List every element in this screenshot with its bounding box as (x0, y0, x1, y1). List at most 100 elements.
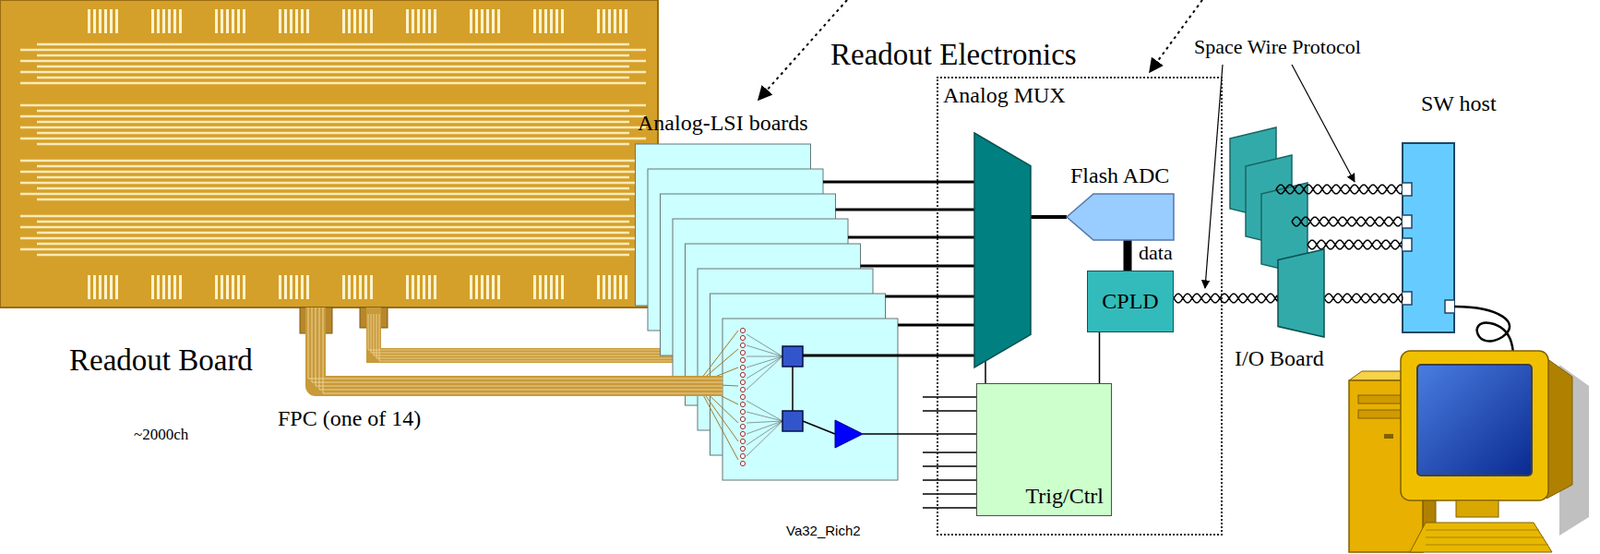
contact-pad (220, 274, 224, 299)
mux-input-line (885, 295, 976, 299)
node-label: Analog MUX (943, 83, 1000, 109)
fpc-trace (308, 307, 723, 379)
trace-line (20, 126, 646, 129)
contact-pad (364, 274, 368, 299)
contact-pad (93, 274, 96, 299)
contact-pad (179, 274, 182, 299)
contact-pad (156, 9, 160, 34)
trace-line (36, 120, 630, 123)
adc-pentagon: Flash ADC (1066, 193, 1174, 240)
trace-line (20, 59, 646, 62)
contact-pad (237, 9, 240, 34)
node-label: SW host (1420, 91, 1473, 118)
fpc-cable (315, 307, 723, 386)
contact-pad (353, 274, 357, 299)
fan-wire (746, 420, 783, 434)
twisted-pair-cable (1291, 216, 1403, 227)
fpc-trace (701, 348, 739, 381)
contact-pad (179, 9, 182, 34)
edge-label-holder: data (1137, 240, 1174, 264)
contact-pad (561, 9, 564, 34)
fan-wire (746, 356, 783, 390)
led (1384, 433, 1394, 439)
trigger-input-line (922, 478, 977, 481)
sw-host-board (1402, 143, 1455, 333)
contact-pad (538, 274, 542, 299)
sw-host-node: SW host (1402, 143, 1455, 333)
shape-outline (974, 132, 1031, 368)
contact-pad (353, 9, 357, 34)
contact-pad (608, 9, 611, 34)
contact-pad (486, 9, 490, 34)
bond-pad (740, 386, 745, 392)
trace-line (20, 159, 646, 162)
contact-pad (491, 9, 495, 34)
contact-pad (364, 9, 368, 34)
control-line (984, 360, 987, 383)
analog-bus-line (1030, 214, 1067, 219)
fpc-trace (701, 330, 739, 379)
node-label: I/O Board (1234, 346, 1281, 372)
contact-pad (417, 274, 420, 299)
contact-pad (347, 274, 351, 299)
contact-pad (433, 9, 437, 34)
trace-line (36, 109, 630, 112)
contact-pad (242, 274, 246, 299)
edge-label: FPC (one of 14) (276, 405, 422, 432)
trace-line (20, 214, 646, 217)
fan-wire (746, 420, 783, 445)
contact-pad (480, 9, 484, 34)
signal-wire (802, 354, 898, 358)
contact-pad (167, 274, 171, 299)
label-holder: Va32_Rich2 (786, 522, 861, 538)
contact-pad (278, 9, 282, 34)
fan-wire (746, 334, 783, 357)
key-row (1425, 537, 1544, 538)
contact-pad (162, 9, 166, 34)
bond-pad (740, 379, 745, 384)
bond-pad (740, 342, 745, 347)
node-label: Analog-LSI boards (637, 110, 813, 137)
contact-pad (342, 274, 346, 299)
trace-line (20, 192, 646, 195)
trace-line (36, 253, 630, 256)
mux-input-line (823, 180, 975, 184)
amplifier-symbol (835, 419, 863, 448)
contact-pad (497, 9, 501, 34)
contact-pad (173, 9, 177, 34)
contact-pad (300, 9, 304, 34)
twisted-pair-cable (1276, 184, 1403, 194)
fan-wire (746, 400, 783, 421)
trace-line (36, 131, 630, 134)
fan-wire (746, 420, 783, 456)
port-symbol (1402, 291, 1412, 305)
contact-pad (533, 9, 537, 34)
contact-pad (98, 9, 102, 34)
contact-pad (619, 274, 622, 299)
contact-pad (242, 9, 246, 34)
contact-pad (486, 274, 490, 299)
shape-outline (1066, 193, 1174, 240)
trace-line (36, 165, 630, 168)
contact-pad (549, 9, 553, 34)
trace-line (36, 65, 630, 68)
contact-pad (104, 274, 108, 299)
contact-pad (555, 274, 559, 299)
node-label: Readout Electronics (830, 37, 1113, 73)
contact-pad (422, 9, 426, 34)
trace-line (36, 176, 630, 179)
contact-pad (109, 9, 113, 34)
trigger-input-line (922, 465, 977, 467)
fpc-trace (701, 389, 739, 442)
contact-pad (347, 9, 351, 34)
contact-pad (469, 274, 473, 299)
lsi-board-node: Analog-LSI boards (722, 318, 898, 480)
trace-line (20, 115, 646, 118)
leader-arrow (1291, 64, 1355, 182)
bond-pad (740, 401, 745, 406)
contact-pad (411, 9, 415, 34)
fpc-trace (322, 307, 723, 394)
annotation-label: Space Wire Protocol (1194, 35, 1362, 59)
contact-pad (428, 274, 431, 299)
